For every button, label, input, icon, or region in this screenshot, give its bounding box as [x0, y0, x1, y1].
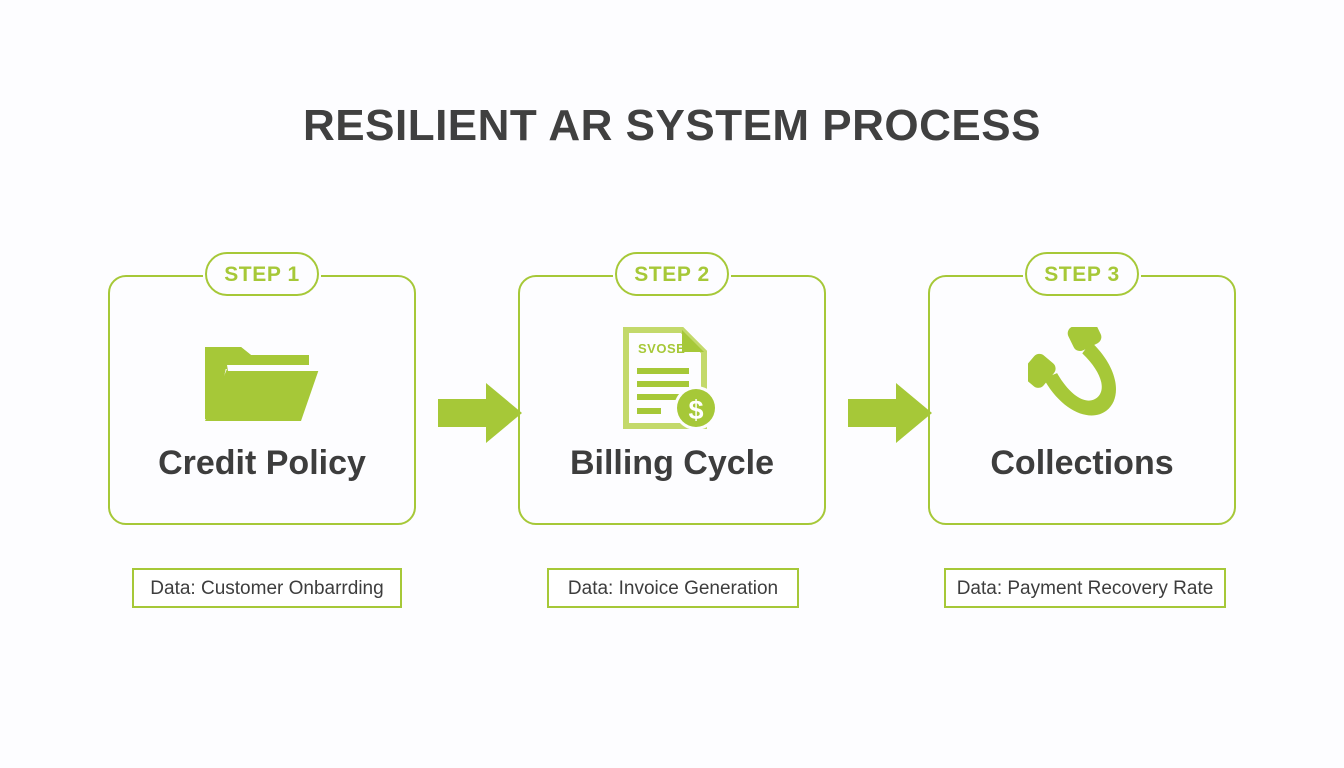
process-step-3: STEP 3 Collections: [928, 252, 1236, 525]
invoice-document-icon: SVOSE $: [518, 323, 826, 435]
arrow-right-icon: [438, 381, 522, 445]
process-step-1: STEP 1 Credit Policy: [108, 252, 416, 525]
data-chip-label: Data: Customer Onbarrding: [150, 577, 384, 599]
invoice-header-text: SVOSE: [638, 341, 685, 356]
data-chip-step-2: Data: Invoice Generation: [547, 568, 799, 608]
step-badge-1: STEP 1: [205, 252, 319, 296]
data-chip-label: Data: Invoice Generation: [567, 577, 779, 599]
process-step-2: STEP 2 SVOSE $ Billing Cycle: [518, 252, 826, 525]
step-title: Billing Cycle: [569, 444, 775, 482]
folder-icon: [108, 323, 416, 435]
data-chip-label: Data: Payment Recovery Rate: [956, 577, 1214, 599]
process-flow: STEP 1 Credit Policy STEP 2: [108, 252, 1236, 525]
step-badge-2: STEP 2: [615, 252, 729, 296]
telephone-handset-icon: [928, 323, 1236, 435]
step-badge-label: STEP 1: [224, 262, 300, 286]
data-chip-step-3: Data: Payment Recovery Rate: [944, 568, 1226, 608]
step-title: Collections: [990, 444, 1174, 482]
data-chip-step-1: Data: Customer Onbarrding: [132, 568, 402, 608]
step-title: Credit Policy: [158, 444, 366, 482]
step-badge-label: STEP 2: [634, 262, 710, 286]
svg-text:$: $: [688, 395, 703, 425]
step-badge-label: STEP 3: [1044, 262, 1120, 286]
step-badge-3: STEP 3: [1025, 252, 1139, 296]
page-title: RESILIENT AR SYSTEM PROCESS: [303, 101, 1041, 150]
arrow-right-icon: [848, 381, 932, 445]
